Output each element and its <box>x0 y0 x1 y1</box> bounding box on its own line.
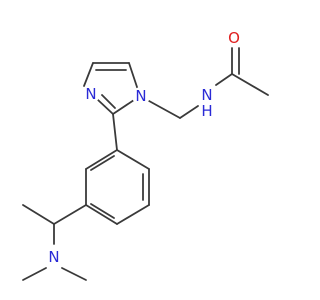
atom-label: N <box>85 85 96 103</box>
bond <box>53 204 87 225</box>
bonds <box>22 47 269 281</box>
bond <box>179 105 199 119</box>
bond <box>90 155 115 171</box>
atom-o-carbonyl: O <box>225 29 243 47</box>
bond <box>22 204 55 225</box>
atom-labels: N N N H O N <box>45 29 243 266</box>
bond <box>112 113 118 151</box>
bond <box>85 149 118 170</box>
bond <box>22 267 47 281</box>
atom-label: N <box>48 248 59 266</box>
atom-label-hydrogen: H <box>201 102 212 120</box>
bond <box>116 149 150 170</box>
bond <box>215 73 233 86</box>
bond <box>61 267 87 281</box>
atom-n-imidazole-1: N <box>132 87 150 105</box>
atom-label: O <box>228 29 240 47</box>
bond <box>85 204 118 225</box>
atom-n-amide: N H <box>198 86 216 120</box>
bond <box>83 62 94 87</box>
bond <box>231 73 269 96</box>
bond <box>101 94 116 109</box>
bond <box>116 204 150 225</box>
bond <box>97 99 114 115</box>
atom-n-dimethylamino: N <box>45 248 63 266</box>
bond <box>90 203 115 219</box>
atom-label: N <box>201 86 212 104</box>
atom-label: N <box>135 87 146 105</box>
molecule-structure: N N N H O N <box>22 29 269 281</box>
atom-n-imidazole-3: N <box>82 85 100 103</box>
